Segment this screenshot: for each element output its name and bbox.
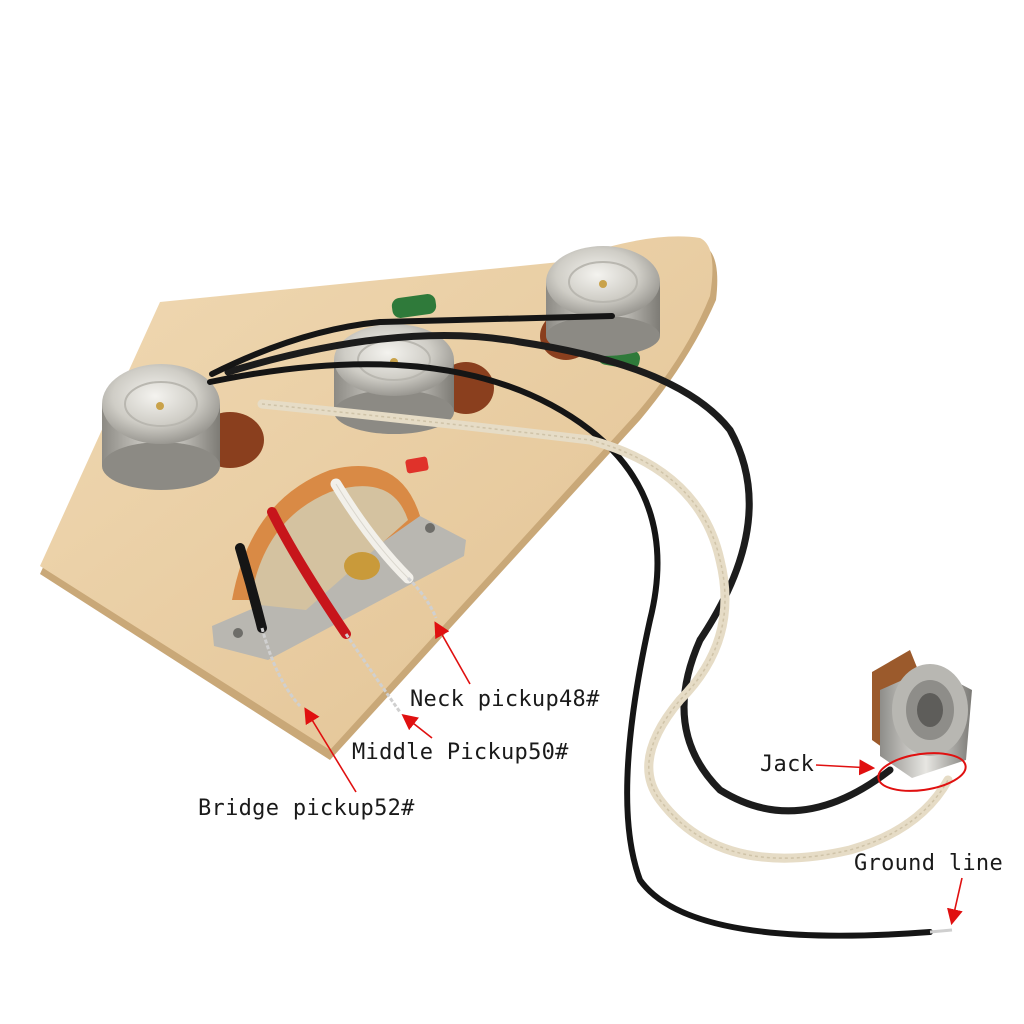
switch-wafer (250, 486, 408, 610)
switch-gold-contact (344, 552, 380, 580)
ground-wire-tip (929, 928, 953, 934)
arrow-bridge (304, 707, 357, 793)
neck-pickup-label: Neck pickup48# (410, 687, 600, 712)
jack-socket (872, 650, 972, 778)
tone-pot-2 (540, 246, 660, 360)
arrow-middle (401, 714, 433, 739)
jack-highlight-circle (877, 752, 967, 792)
red-jumper-wire (405, 456, 429, 474)
arrow-neck (434, 621, 471, 685)
middle-pickup-label: Middle Pickup50# (352, 740, 569, 765)
black-wire-hot (224, 331, 894, 815)
red-lead-middle (267, 507, 351, 639)
switch-lead-wires (235, 478, 438, 713)
volume-pot (102, 364, 264, 490)
ground-line-label: Ground line (854, 851, 1003, 876)
capacitor-left (391, 294, 437, 318)
switch-bracket (212, 516, 466, 660)
pot-center-stud (156, 402, 164, 410)
annotation-arrows (304, 621, 963, 926)
bridge-pickup-label: Bridge pickup52# (198, 796, 415, 821)
arrow-ground (947, 877, 963, 926)
black-wire-top (209, 313, 615, 377)
black-lead-bridge (235, 543, 267, 633)
black-wire-ground (207, 361, 933, 939)
pickup-selector-switch (212, 466, 466, 660)
jack-label: Jack (760, 752, 815, 777)
pot-center-stud (599, 280, 607, 288)
arrow-jack (815, 759, 876, 776)
